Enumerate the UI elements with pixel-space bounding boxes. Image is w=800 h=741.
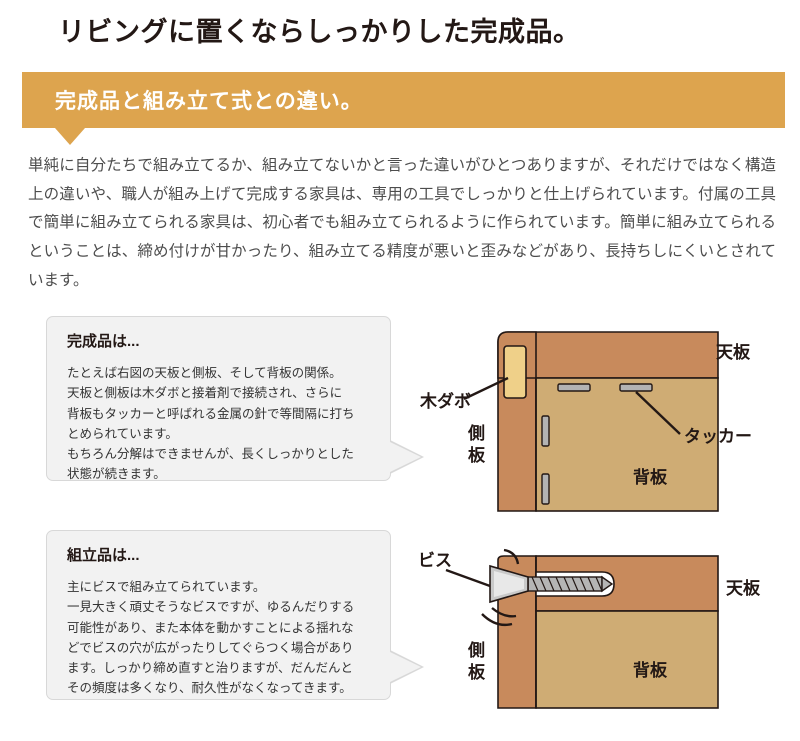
bubble-line: もちろん分解はできませんが、長くしっかりとした (67, 447, 354, 461)
label-tacker: タッカー (684, 427, 752, 446)
bubble-line: 主にビスで組み立てられています。 (67, 580, 266, 594)
label-side-panel: 板 (468, 445, 486, 465)
label-top-panel: 天板 (716, 342, 751, 362)
speech-bubble-assembled-tail (390, 652, 421, 682)
screw-leader-line (445, 568, 491, 588)
bubble-line: 状態が続きます。 (67, 467, 166, 482)
back-panel-shape (535, 610, 719, 709)
speech-bubble-assembled: 組立品は... 主にビスで組み立てられています。 一見大きく頑丈そうなビスですが… (46, 530, 391, 700)
staple-icon (541, 415, 550, 447)
bubble-line: どでビスの穴が広がったりしてぐらつく場合があり (67, 640, 354, 655)
bubble-line: 一見大きく頑丈そうなビスですが、ゆるんだりする (67, 600, 355, 615)
diagram-finished-product-joint: 天板 タッカー 木ダボ 側 板 背板 (418, 306, 800, 521)
staple-icon (557, 383, 591, 392)
bubble-line: とめられています。 (67, 426, 178, 441)
label-screw: ビス (418, 551, 452, 570)
bubble-body-assembled: 主にビスで組み立てられています。 一見大きく頑丈そうなビスですが、ゆるんだりする… (67, 577, 376, 699)
staple-icon (541, 473, 550, 505)
bubble-line: 天板と側板は木ダボと接着剤で接続され、さらに (67, 386, 343, 401)
screw-head-highlight (494, 571, 524, 597)
motion-arc-icon (503, 548, 520, 565)
speech-bubble-finished: 完成品は... たとえば右図の天板と側板、そして背板の関係。 天板と側板は木ダボ… (46, 316, 391, 481)
label-dowel: 木ダボ (419, 391, 471, 411)
dowel-leader-line (463, 376, 509, 401)
label-side-panel: 側 (467, 423, 485, 443)
dowel-shape (503, 345, 527, 399)
motion-arc-icon (491, 607, 517, 618)
speech-bubble-finished-tail (390, 442, 421, 472)
tacker-leader-line (635, 391, 681, 435)
bubble-line: 可能性があり、また本体を動かすことによる揺れな (67, 620, 354, 635)
bubble-body-finished: たとえば右図の天板と側板、そして背板の関係。 天板と側板は木ダボと接着剤で接続さ… (67, 363, 376, 485)
bubble-line: ます。しっかり締め直すと治りますが、だんだんと (67, 661, 354, 675)
label-back-panel: 背板 (633, 660, 668, 680)
top-panel-shape (497, 331, 719, 379)
section-banner-tail (55, 128, 85, 145)
back-panel-shape (535, 377, 719, 512)
bubble-title-assembled: 組立品は... (67, 547, 140, 564)
label-back-panel: 背板 (633, 467, 668, 487)
bubble-line: その頻度は多くなり、耐久性がなくなってきます。 (67, 681, 352, 696)
section-banner: 完成品と組み立て式との違い。 (22, 72, 785, 128)
label-top-panel: 天板 (726, 578, 761, 598)
screw-threads (531, 576, 603, 592)
page-title: リビングに置くならしっかりした完成品。 (58, 17, 581, 47)
screw-tip (601, 575, 614, 593)
bubble-line: 背板もタッカーと呼ばれる金属の針で等間隔に打ち (67, 406, 355, 421)
motion-arc-icon (481, 613, 513, 627)
label-side-panel: 側 (467, 640, 485, 660)
bubble-title-finished: 完成品は... (67, 333, 140, 350)
diagram-assembled-product-screw: ビス 天板 側 板 背板 (418, 538, 800, 718)
bubble-line: たとえば右図の天板と側板、そして背板の関係。 (67, 366, 342, 380)
intro-paragraph: 単純に自分たちで組み立てるか、組み立てないかと言った違いがひとつありますが、それ… (28, 157, 776, 289)
section-banner-label: 完成品と組み立て式との違い。 (55, 90, 363, 113)
staple-icon (619, 383, 653, 392)
label-side-panel: 板 (468, 662, 486, 682)
